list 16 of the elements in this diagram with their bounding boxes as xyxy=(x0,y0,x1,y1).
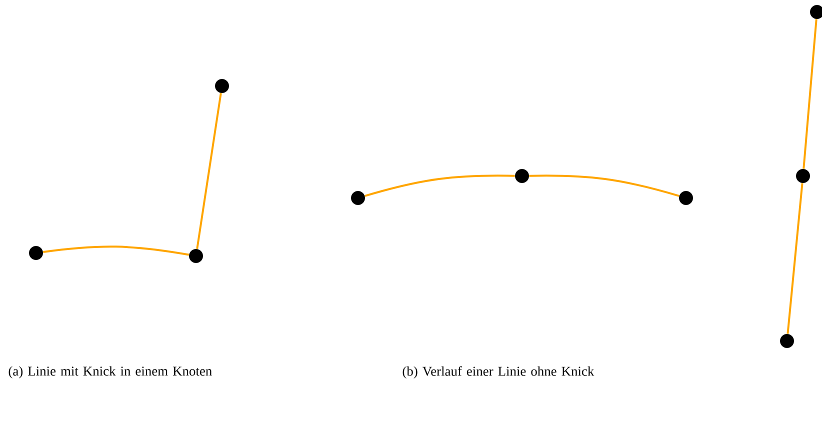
caption: (a) Linie mit Knick in einem Knoten xyxy=(8,366,212,378)
line xyxy=(196,92,222,250)
dot xyxy=(29,246,43,260)
line xyxy=(43,246,190,256)
dot xyxy=(796,169,810,183)
dot xyxy=(351,191,365,205)
dot xyxy=(780,334,794,348)
line xyxy=(364,174,515,197)
line xyxy=(529,174,680,197)
line xyxy=(786,183,804,334)
line xyxy=(802,19,818,169)
dot xyxy=(679,191,693,205)
dot xyxy=(189,249,203,263)
dot xyxy=(215,79,229,93)
caption: (b) Verlauf einer Linie ohne Knick xyxy=(402,366,594,379)
dot xyxy=(515,169,529,183)
